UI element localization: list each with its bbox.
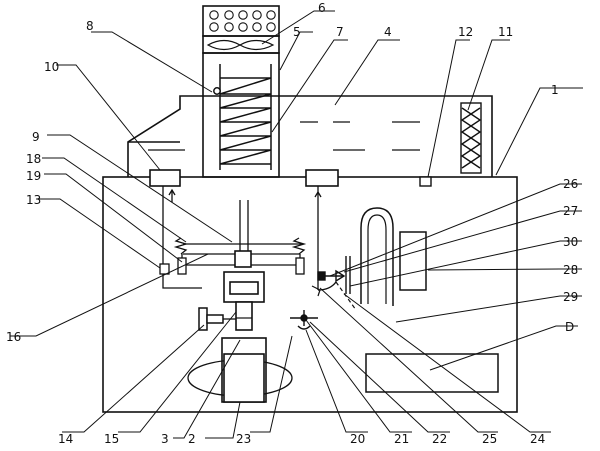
part-label-11: 11 [498, 25, 513, 39]
water-level-lines [148, 121, 420, 151]
part-label-26: 26 [563, 177, 578, 191]
part-label-27: 27 [563, 204, 578, 218]
part-label-24: 24 [530, 432, 545, 446]
part-label-1: 1 [551, 83, 559, 97]
part-label-9: 9 [32, 130, 40, 144]
filter-cartridge [460, 102, 482, 174]
part-label-28: 28 [563, 263, 578, 277]
heating-coil [213, 64, 272, 170]
part-label-19: 19 [26, 169, 41, 183]
u-tube [360, 207, 394, 306]
part-label-10: 10 [44, 60, 59, 74]
part-label-15: 15 [104, 432, 119, 446]
part-label-16: 16 [6, 330, 21, 344]
part-label-7: 7 [336, 25, 344, 39]
part-label-23: 23 [236, 432, 251, 446]
fan-blades [206, 39, 275, 51]
part-label-22: 22 [432, 432, 447, 446]
part-label-30: 30 [563, 235, 578, 249]
part-label-18: 18 [26, 152, 41, 166]
block-28 [399, 231, 427, 291]
part-label-20: 20 [350, 432, 365, 446]
part-label-d: D [565, 320, 574, 334]
sensor-box-12 [419, 176, 432, 187]
part-label-4: 4 [384, 25, 392, 39]
leader-lines [10, 10, 583, 439]
part-label-25: 25 [482, 432, 497, 446]
fan-box [202, 35, 280, 54]
part-label-21: 21 [394, 432, 409, 446]
part-label-5: 5 [293, 25, 301, 39]
valve-box-10 [149, 169, 181, 187]
valve-assembly [290, 310, 318, 330]
right-valve [317, 256, 351, 294]
pump-box [305, 169, 339, 187]
part-label-3: 3 [161, 432, 169, 446]
sensor-13 [159, 263, 170, 275]
box-d [365, 353, 499, 393]
part-label-8: 8 [86, 19, 94, 33]
part-label-13: 13 [26, 193, 41, 207]
part-label-14: 14 [58, 432, 73, 446]
part-label-12: 12 [458, 25, 473, 39]
part-label-6: 6 [318, 1, 326, 15]
vent-holes [209, 10, 276, 32]
upper-tank [127, 95, 493, 177]
part-label-2: 2 [188, 432, 196, 446]
part-label-29: 29 [563, 290, 578, 304]
